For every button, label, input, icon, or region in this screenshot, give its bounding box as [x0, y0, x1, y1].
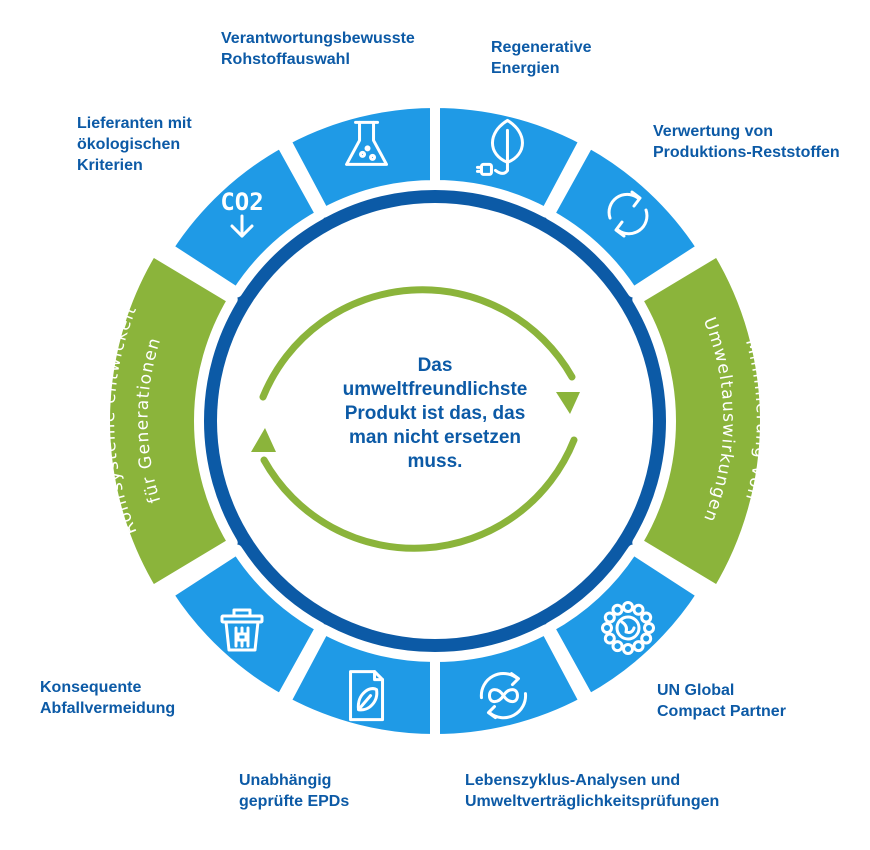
label-un-line-1: UN Global [657, 682, 735, 699]
document-leaf-icon [349, 670, 385, 722]
label-reststoffe: Verwertung von Produktions-Reststoffen [653, 121, 840, 163]
co2-reduction-icon: CO2 [220, 188, 264, 238]
label-lieferanten-line-1: Lieferanten mit [77, 115, 192, 132]
center-line-2: umweltfreundlichste [342, 379, 528, 400]
label-lca-line-2: Umweltverträglichkeitsprüfungen [465, 793, 720, 810]
center-line-1: Das [417, 355, 453, 376]
label-epds-line-1: Unabhängig [239, 772, 332, 789]
label-abfall-line-2: Abfallvermeidung [40, 700, 176, 717]
label-lieferanten-line-2: ökologischen [77, 136, 181, 153]
label-energien-line-2: Energien [491, 60, 560, 77]
label-un-global: UN Global Compact Partner [657, 680, 786, 722]
label-lieferanten: Lieferanten mit ökologischen Kriterien [77, 113, 192, 176]
globe-sun-icon [601, 600, 656, 655]
recycle-icon [607, 190, 649, 238]
label-lebenszyklus: Lebenszyklus-Analysen und Umweltverträgl… [465, 770, 719, 812]
center-statement: Das umweltfreundlichste Produkt ist das,… [290, 354, 580, 474]
lab-flask-icon [345, 120, 389, 166]
label-reststoffe-line-1: Verwertung von [653, 123, 774, 140]
svg-text:CO2: CO2 [220, 188, 263, 216]
label-rohstoffauswahl-line-1: Verantwortungsbewusste [221, 30, 415, 47]
label-un-line-2: Compact Partner [657, 703, 786, 720]
infinity-cycle-icon [479, 671, 528, 720]
inner-disc [217, 203, 653, 639]
label-lca-line-1: Lebenszyklus-Analysen und [465, 772, 681, 789]
label-lieferanten-line-3: Kriterien [77, 157, 143, 174]
center-line-3: Produkt ist das, das [344, 403, 526, 424]
cycle-arrow-top [259, 286, 576, 401]
center-line-4: man nicht ersetzen [348, 427, 522, 448]
label-energien-line-1: Regenerative [491, 39, 592, 56]
waste-bin-icon [220, 608, 264, 652]
segment-abfallvermeidung [163, 544, 326, 705]
label-abfallvermeidung: Konsequente Abfallvermeidung [40, 677, 175, 719]
label-rohstoffauswahl-line-2: Rohstoffauswahl [221, 51, 350, 68]
label-epds: Unabhängig geprüfte EPDs [239, 770, 349, 812]
label-abfall-line-1: Konsequente [40, 679, 142, 696]
cycle-arrowhead-top [556, 392, 580, 414]
segment-reststoffe [544, 137, 707, 298]
segment-minimierung [632, 246, 770, 596]
cycle-arrows [251, 286, 580, 552]
label-energien: Regenerative Energien [491, 37, 592, 79]
label-rohstoffauswahl: Verantwortungsbewusste Rohstoffauswahl [221, 28, 415, 70]
leaf-plug-icon [475, 118, 524, 176]
label-reststoffe-line-2: Produktions-Reststoffen [653, 144, 840, 161]
segment-rohrsysteme [100, 246, 238, 596]
cycle-arrowhead-bottom [251, 428, 276, 452]
label-epds-line-2: geprüfte EPDs [239, 793, 350, 810]
cycle-arrow-bottom [260, 436, 578, 552]
center-line-5: muss. [407, 451, 463, 472]
